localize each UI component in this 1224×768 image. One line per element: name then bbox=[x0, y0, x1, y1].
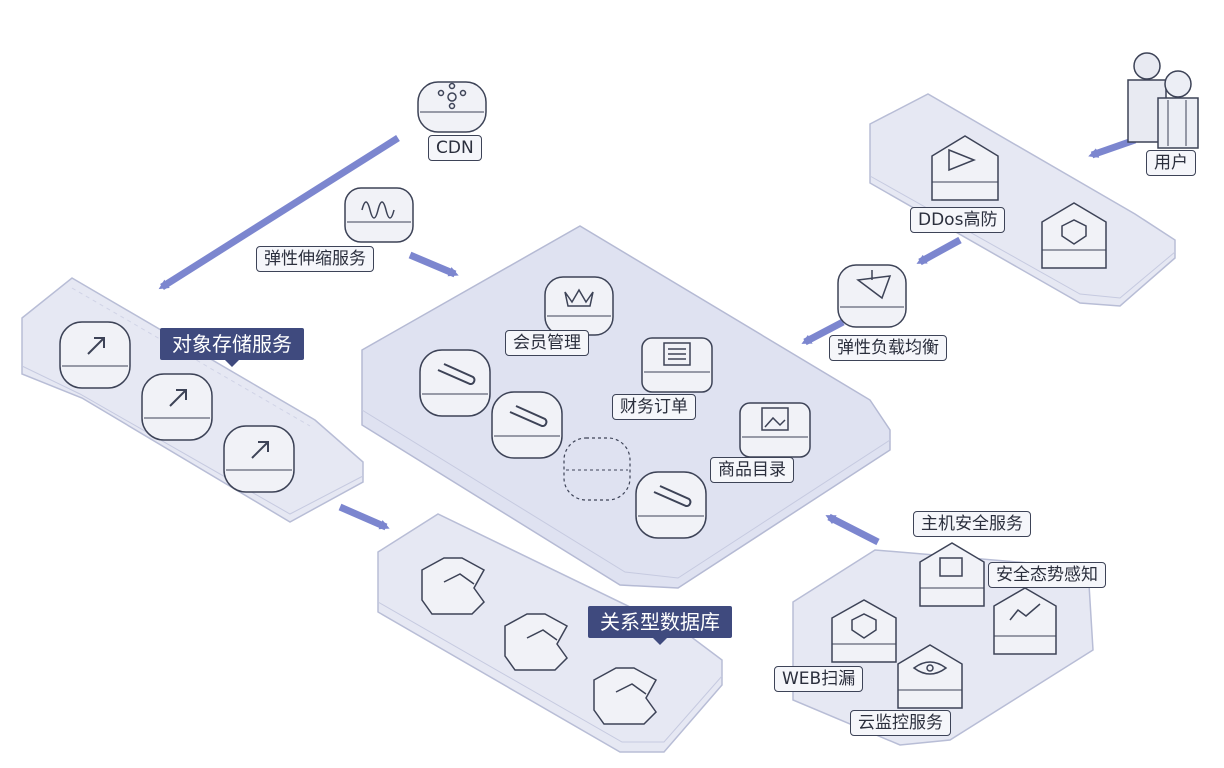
arrow-cdn-to-storage bbox=[158, 135, 400, 290]
paperclip-icon bbox=[653, 485, 692, 507]
relational-db-label: 关系型数据库 bbox=[588, 606, 732, 645]
load-balancer-label: 弹性负载均衡 bbox=[829, 335, 947, 361]
finance-order-label: 财务订单 bbox=[612, 394, 696, 420]
scaling-placeholder-node bbox=[563, 437, 631, 501]
eye-icon bbox=[912, 661, 948, 675]
cloud-monitor-label: 云监控服务 bbox=[850, 710, 951, 736]
finance-order-node[interactable] bbox=[641, 337, 713, 393]
object-storage-label: 对象存储服务 bbox=[160, 328, 304, 367]
ddos-label: DDos高防 bbox=[910, 207, 1006, 233]
product-catalog-label: 商品目录 bbox=[710, 457, 794, 483]
cdn-label: CDN bbox=[428, 135, 482, 161]
arrow-ddos-to-lb bbox=[916, 236, 962, 266]
db-node-3[interactable] bbox=[593, 667, 658, 725]
upload-arrow-icon bbox=[87, 337, 105, 355]
paperclip-icon bbox=[509, 405, 548, 427]
cdn-node[interactable] bbox=[417, 81, 487, 133]
firewall-shield-node[interactable] bbox=[1041, 202, 1107, 269]
elastic-scaling-node[interactable] bbox=[344, 187, 414, 243]
web-scan-node[interactable] bbox=[831, 599, 897, 663]
app-server-node-2[interactable] bbox=[491, 391, 563, 459]
elastic-scaling-label: 弹性伸缩服务 bbox=[256, 246, 374, 272]
shield-scan-icon bbox=[851, 613, 877, 639]
balance-icon bbox=[856, 270, 892, 300]
cloud-monitor-node[interactable] bbox=[897, 644, 963, 709]
document-list-icon bbox=[663, 342, 691, 366]
member-mgmt-label: 会员管理 bbox=[505, 330, 589, 356]
web-scan-label: WEB扫漏 bbox=[774, 666, 864, 692]
app-server-node-1[interactable] bbox=[419, 349, 491, 417]
storage-node-1[interactable] bbox=[59, 321, 131, 389]
arrow-security-to-core bbox=[825, 513, 880, 546]
user-label: 用户 bbox=[1146, 150, 1196, 176]
security-awareness-label: 安全态势感知 bbox=[988, 562, 1106, 588]
db-node-2[interactable] bbox=[504, 613, 569, 671]
upload-arrow-icon bbox=[251, 441, 269, 459]
user-group-icon[interactable] bbox=[1127, 52, 1199, 149]
member-mgmt-node[interactable] bbox=[544, 276, 614, 336]
host-security-node[interactable] bbox=[919, 542, 985, 607]
ddos-shield-node[interactable] bbox=[931, 135, 999, 201]
product-catalog-node[interactable] bbox=[739, 402, 811, 458]
storage-node-3[interactable] bbox=[223, 425, 295, 493]
triangle-icon bbox=[948, 148, 977, 172]
app-server-node-3[interactable] bbox=[635, 471, 707, 539]
crown-icon bbox=[564, 288, 594, 307]
db-node-1[interactable] bbox=[421, 557, 486, 615]
load-balancer-node[interactable] bbox=[837, 264, 907, 328]
storage-node-2[interactable] bbox=[141, 373, 213, 441]
network-hub-icon bbox=[437, 82, 467, 110]
image-frame-icon bbox=[761, 407, 789, 431]
shield-icon bbox=[1061, 219, 1087, 245]
host-card-icon bbox=[939, 557, 963, 577]
host-security-label: 主机安全服务 bbox=[913, 511, 1031, 537]
arrow-lb-to-core bbox=[801, 318, 845, 346]
trend-chart-icon bbox=[1009, 603, 1041, 621]
upload-arrow-icon bbox=[169, 389, 187, 407]
waveform-icon bbox=[361, 201, 395, 219]
paperclip-icon bbox=[437, 363, 476, 385]
arrow-storage-to-db bbox=[338, 503, 390, 531]
security-awareness-node[interactable] bbox=[993, 587, 1057, 655]
arrow-scaling-to-core bbox=[408, 251, 459, 278]
